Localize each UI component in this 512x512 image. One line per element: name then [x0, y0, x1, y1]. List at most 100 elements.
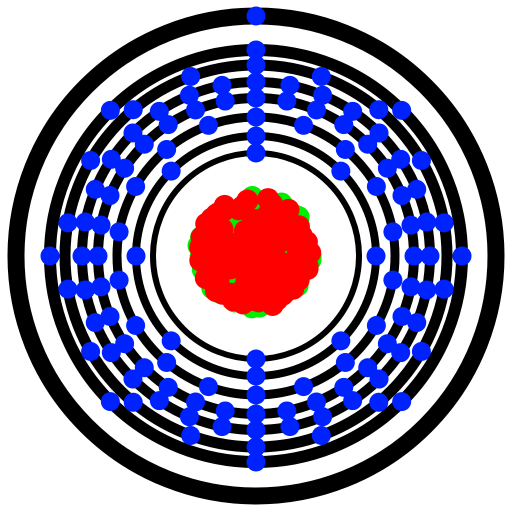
electron: [246, 88, 266, 108]
electron: [369, 123, 389, 143]
electron: [246, 40, 266, 60]
electron: [246, 143, 266, 163]
electron: [126, 246, 146, 266]
electron: [392, 392, 412, 412]
proton: [240, 231, 263, 254]
electron: [335, 352, 355, 372]
electron: [411, 151, 431, 170]
electron: [392, 306, 412, 326]
electron: [434, 213, 454, 233]
electron: [212, 75, 232, 95]
electron: [123, 123, 143, 143]
electron: [186, 392, 206, 412]
electron: [277, 91, 297, 111]
electron: [85, 313, 105, 333]
electron: [407, 313, 427, 333]
electron: [294, 115, 314, 135]
electron: [100, 306, 120, 326]
electron: [181, 425, 201, 445]
electron: [392, 186, 412, 206]
electron: [383, 270, 403, 290]
electron: [88, 246, 108, 266]
electron: [331, 331, 351, 351]
electron: [294, 377, 314, 397]
electron: [75, 212, 95, 232]
electron: [101, 343, 121, 363]
electron: [123, 100, 143, 120]
electron: [377, 334, 397, 354]
electron: [158, 377, 178, 397]
electron: [100, 100, 120, 120]
electron: [161, 331, 181, 351]
electron: [109, 270, 129, 290]
proton: [265, 234, 288, 257]
proton: [260, 285, 283, 308]
electron: [306, 392, 326, 412]
electron: [126, 177, 146, 196]
electron: [277, 401, 297, 421]
proton: [208, 233, 231, 256]
proton: [190, 226, 213, 249]
proton: [189, 249, 212, 272]
electron: [100, 392, 120, 412]
electron: [369, 392, 389, 412]
electron: [311, 67, 331, 87]
electron: [311, 425, 331, 445]
electron: [179, 407, 199, 427]
electron: [417, 280, 437, 300]
electron: [75, 280, 95, 300]
electron: [186, 100, 206, 120]
electron: [280, 417, 300, 437]
electron: [123, 369, 143, 389]
electron: [40, 246, 60, 266]
electron: [434, 279, 454, 299]
electron: [126, 316, 146, 335]
electron: [246, 437, 266, 457]
electron: [366, 316, 386, 335]
proton: [258, 265, 281, 288]
proton: [296, 255, 319, 278]
electron: [157, 140, 177, 160]
electron: [58, 279, 78, 299]
electron: [452, 246, 472, 266]
electron: [215, 401, 235, 421]
electron: [181, 67, 201, 87]
electron: [391, 149, 411, 169]
electron: [215, 91, 235, 111]
electron: [123, 392, 143, 412]
electron: [246, 452, 266, 472]
electron: [411, 342, 431, 361]
electron: [161, 161, 181, 181]
electron: [404, 246, 424, 266]
electron: [246, 126, 266, 146]
electron: [91, 215, 111, 235]
electron: [391, 343, 411, 363]
electron: [246, 107, 266, 127]
electron: [417, 212, 437, 232]
electron: [401, 277, 421, 297]
electron: [115, 334, 135, 354]
electrons: [40, 6, 472, 472]
electron: [100, 186, 120, 206]
electron: [149, 101, 169, 121]
electron: [115, 158, 135, 178]
electron: [149, 391, 169, 411]
electron: [246, 404, 266, 424]
proton: [237, 251, 260, 274]
electron: [401, 215, 421, 235]
electron: [198, 377, 218, 397]
electron: [343, 391, 363, 411]
electron: [85, 179, 105, 199]
electron: [212, 417, 232, 437]
proton: [277, 252, 300, 275]
electron: [246, 385, 266, 405]
electron: [101, 149, 121, 169]
electron: [81, 342, 101, 361]
electron: [335, 140, 355, 160]
proton: [295, 231, 318, 253]
nucleus: [187, 186, 322, 319]
electron: [366, 246, 386, 266]
electron: [280, 75, 300, 95]
electron: [157, 352, 177, 372]
electron: [343, 101, 363, 121]
